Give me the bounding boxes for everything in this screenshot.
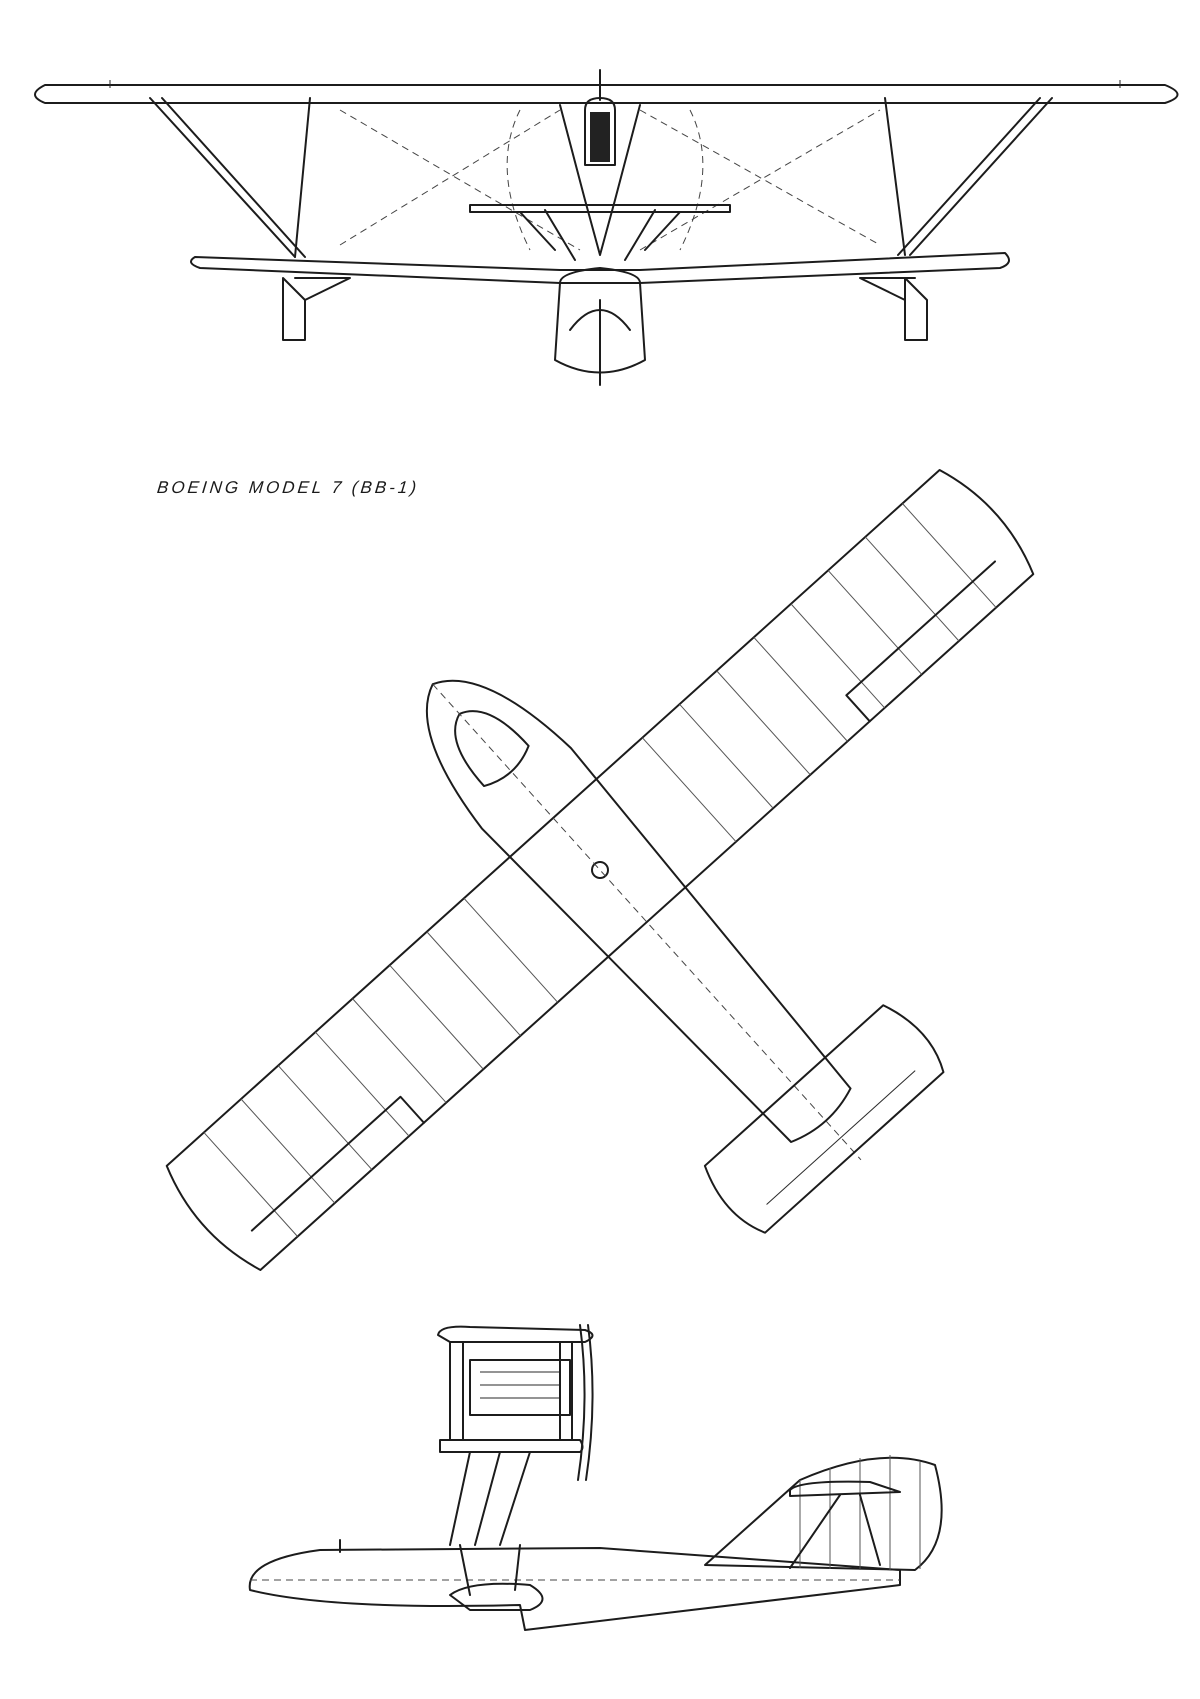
front-lower-wing [190,252,1010,284]
side-view [248,1324,943,1631]
plan-engine-hub [591,861,609,879]
front-bracing-wires [339,109,881,251]
front-wingtip-floats [282,277,928,341]
side-tailplane [789,1480,901,1497]
side-tail-fin [704,1456,943,1571]
drawing-caption: BOEING MODEL 7 (BB-1) [156,478,421,497]
side-wing-float [449,1582,544,1611]
side-upper-wing [437,1325,594,1343]
front-tailplane [469,204,731,213]
plan-tailplane [703,1004,945,1234]
front-hull [554,267,646,374]
plan-aileron-left [250,1095,425,1232]
plan-aileron-right [845,560,996,723]
front-interplane-struts [149,97,1053,258]
front-upper-wing [34,84,1179,104]
plan-view [165,469,1035,1271]
radiator-grille [590,112,610,162]
side-hull [248,1547,901,1631]
side-engine [469,1359,571,1416]
plan-wing-ribs [203,503,997,1237]
front-engine-radiator [584,97,616,166]
plan-hull [425,679,852,1144]
side-lower-wing [439,1439,584,1453]
front-view [34,69,1179,386]
plan-wing [165,469,1035,1271]
plan-cockpit [454,710,530,788]
side-propeller [577,1324,594,1481]
